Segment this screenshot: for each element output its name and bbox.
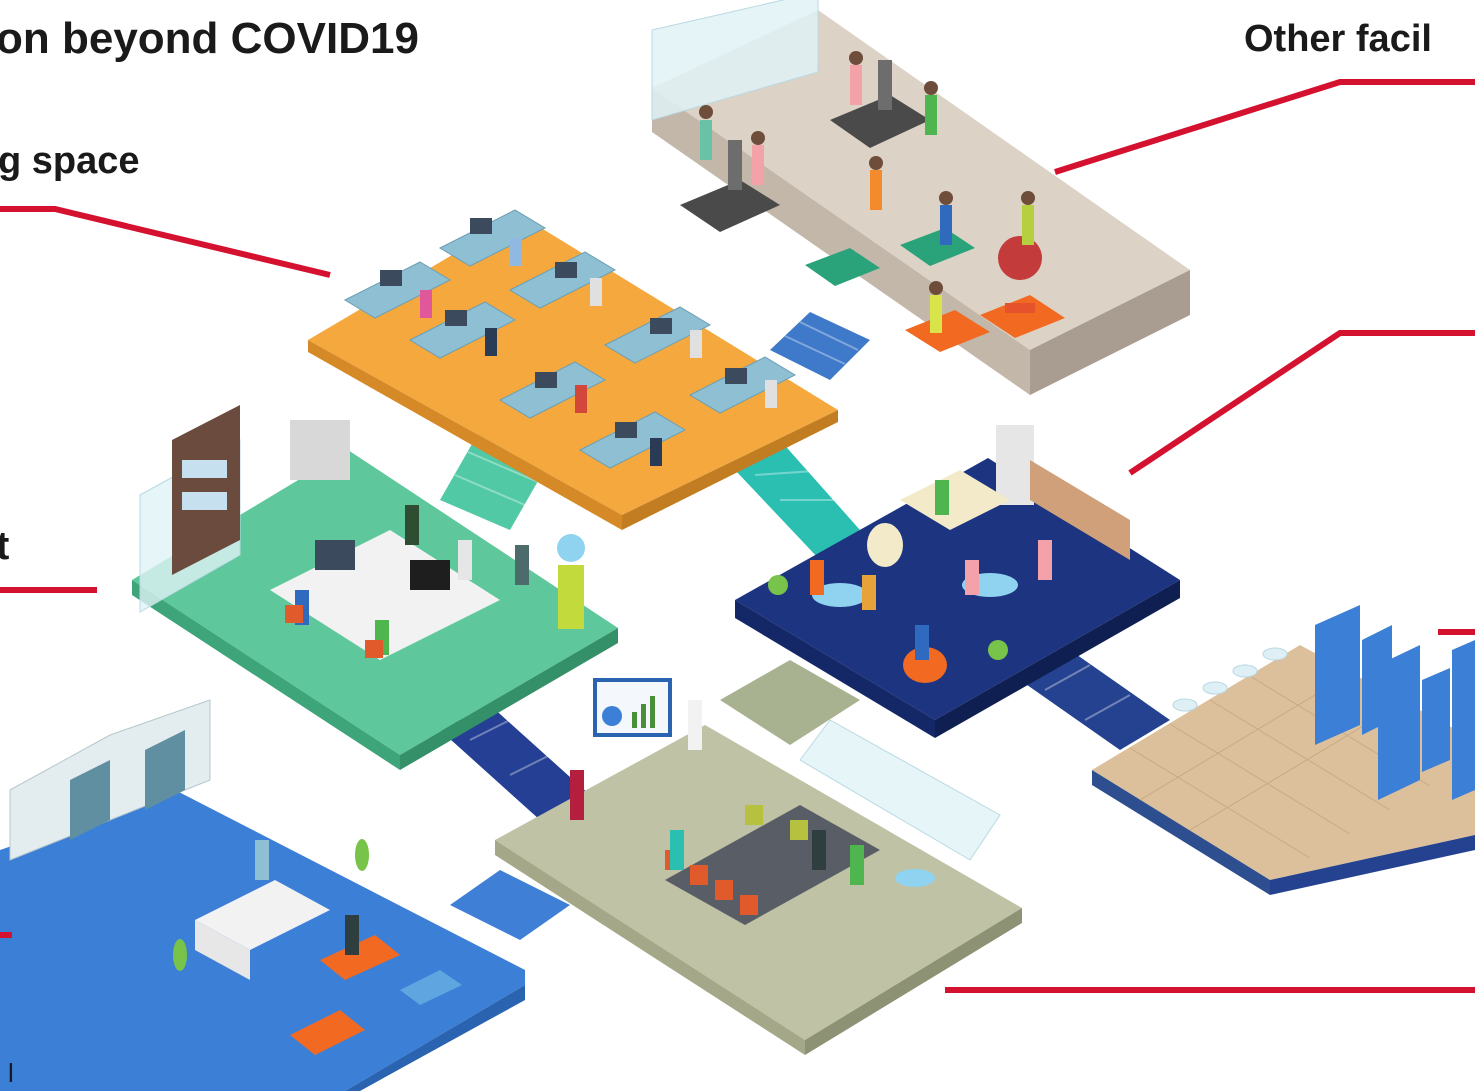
lobby-plants [173,839,369,971]
washroom-floor [1092,605,1475,895]
leader-lines [0,79,1475,993]
diagram-title: on beyond COVID19 [0,14,419,63]
gym-floor [651,0,1190,395]
reception-people [255,840,359,955]
conference-floor [495,678,1022,1055]
leader-lounge [1128,330,1475,476]
side-table [400,970,462,1005]
armchair-a [320,935,400,980]
exercise-ball [998,236,1042,280]
toilet-stalls [1315,605,1475,800]
beanbag-a [867,523,903,567]
armchair-b [290,1010,365,1055]
leader-workspace [0,206,331,278]
fridge [996,425,1034,505]
reception-label: l [8,1058,14,1088]
screen-a [315,540,355,570]
gym-people [699,51,1035,333]
workspace-floor [308,209,838,530]
workspace-label: g space [0,140,140,182]
meeting-area-label: t [0,524,10,568]
chairs [285,605,383,658]
meeting-floor [132,405,618,770]
leader-gym [1054,79,1475,175]
water-cooler [558,565,584,629]
bookshelf [172,405,240,575]
screen-b [410,560,450,590]
other-facilities-label: Other facil [1244,18,1432,60]
lounge-floor [735,425,1180,738]
conference-people [570,700,864,885]
reception-desk [195,880,330,950]
kitchen-counter [1030,460,1130,560]
beanbag-b [903,647,947,683]
copier [290,420,350,480]
sofa [900,470,1010,530]
gym-mats [805,228,1065,352]
treadmills [680,60,930,232]
office-desks [343,209,797,469]
reception-floor [0,699,525,1091]
plants [768,575,1008,660]
lounge-people [810,480,1052,660]
office-workers [420,238,777,466]
elevator-doors [70,730,185,840]
monitors [380,218,747,438]
sinks [1172,647,1288,712]
conference-chairs [665,850,758,915]
side-table-round [895,869,935,887]
